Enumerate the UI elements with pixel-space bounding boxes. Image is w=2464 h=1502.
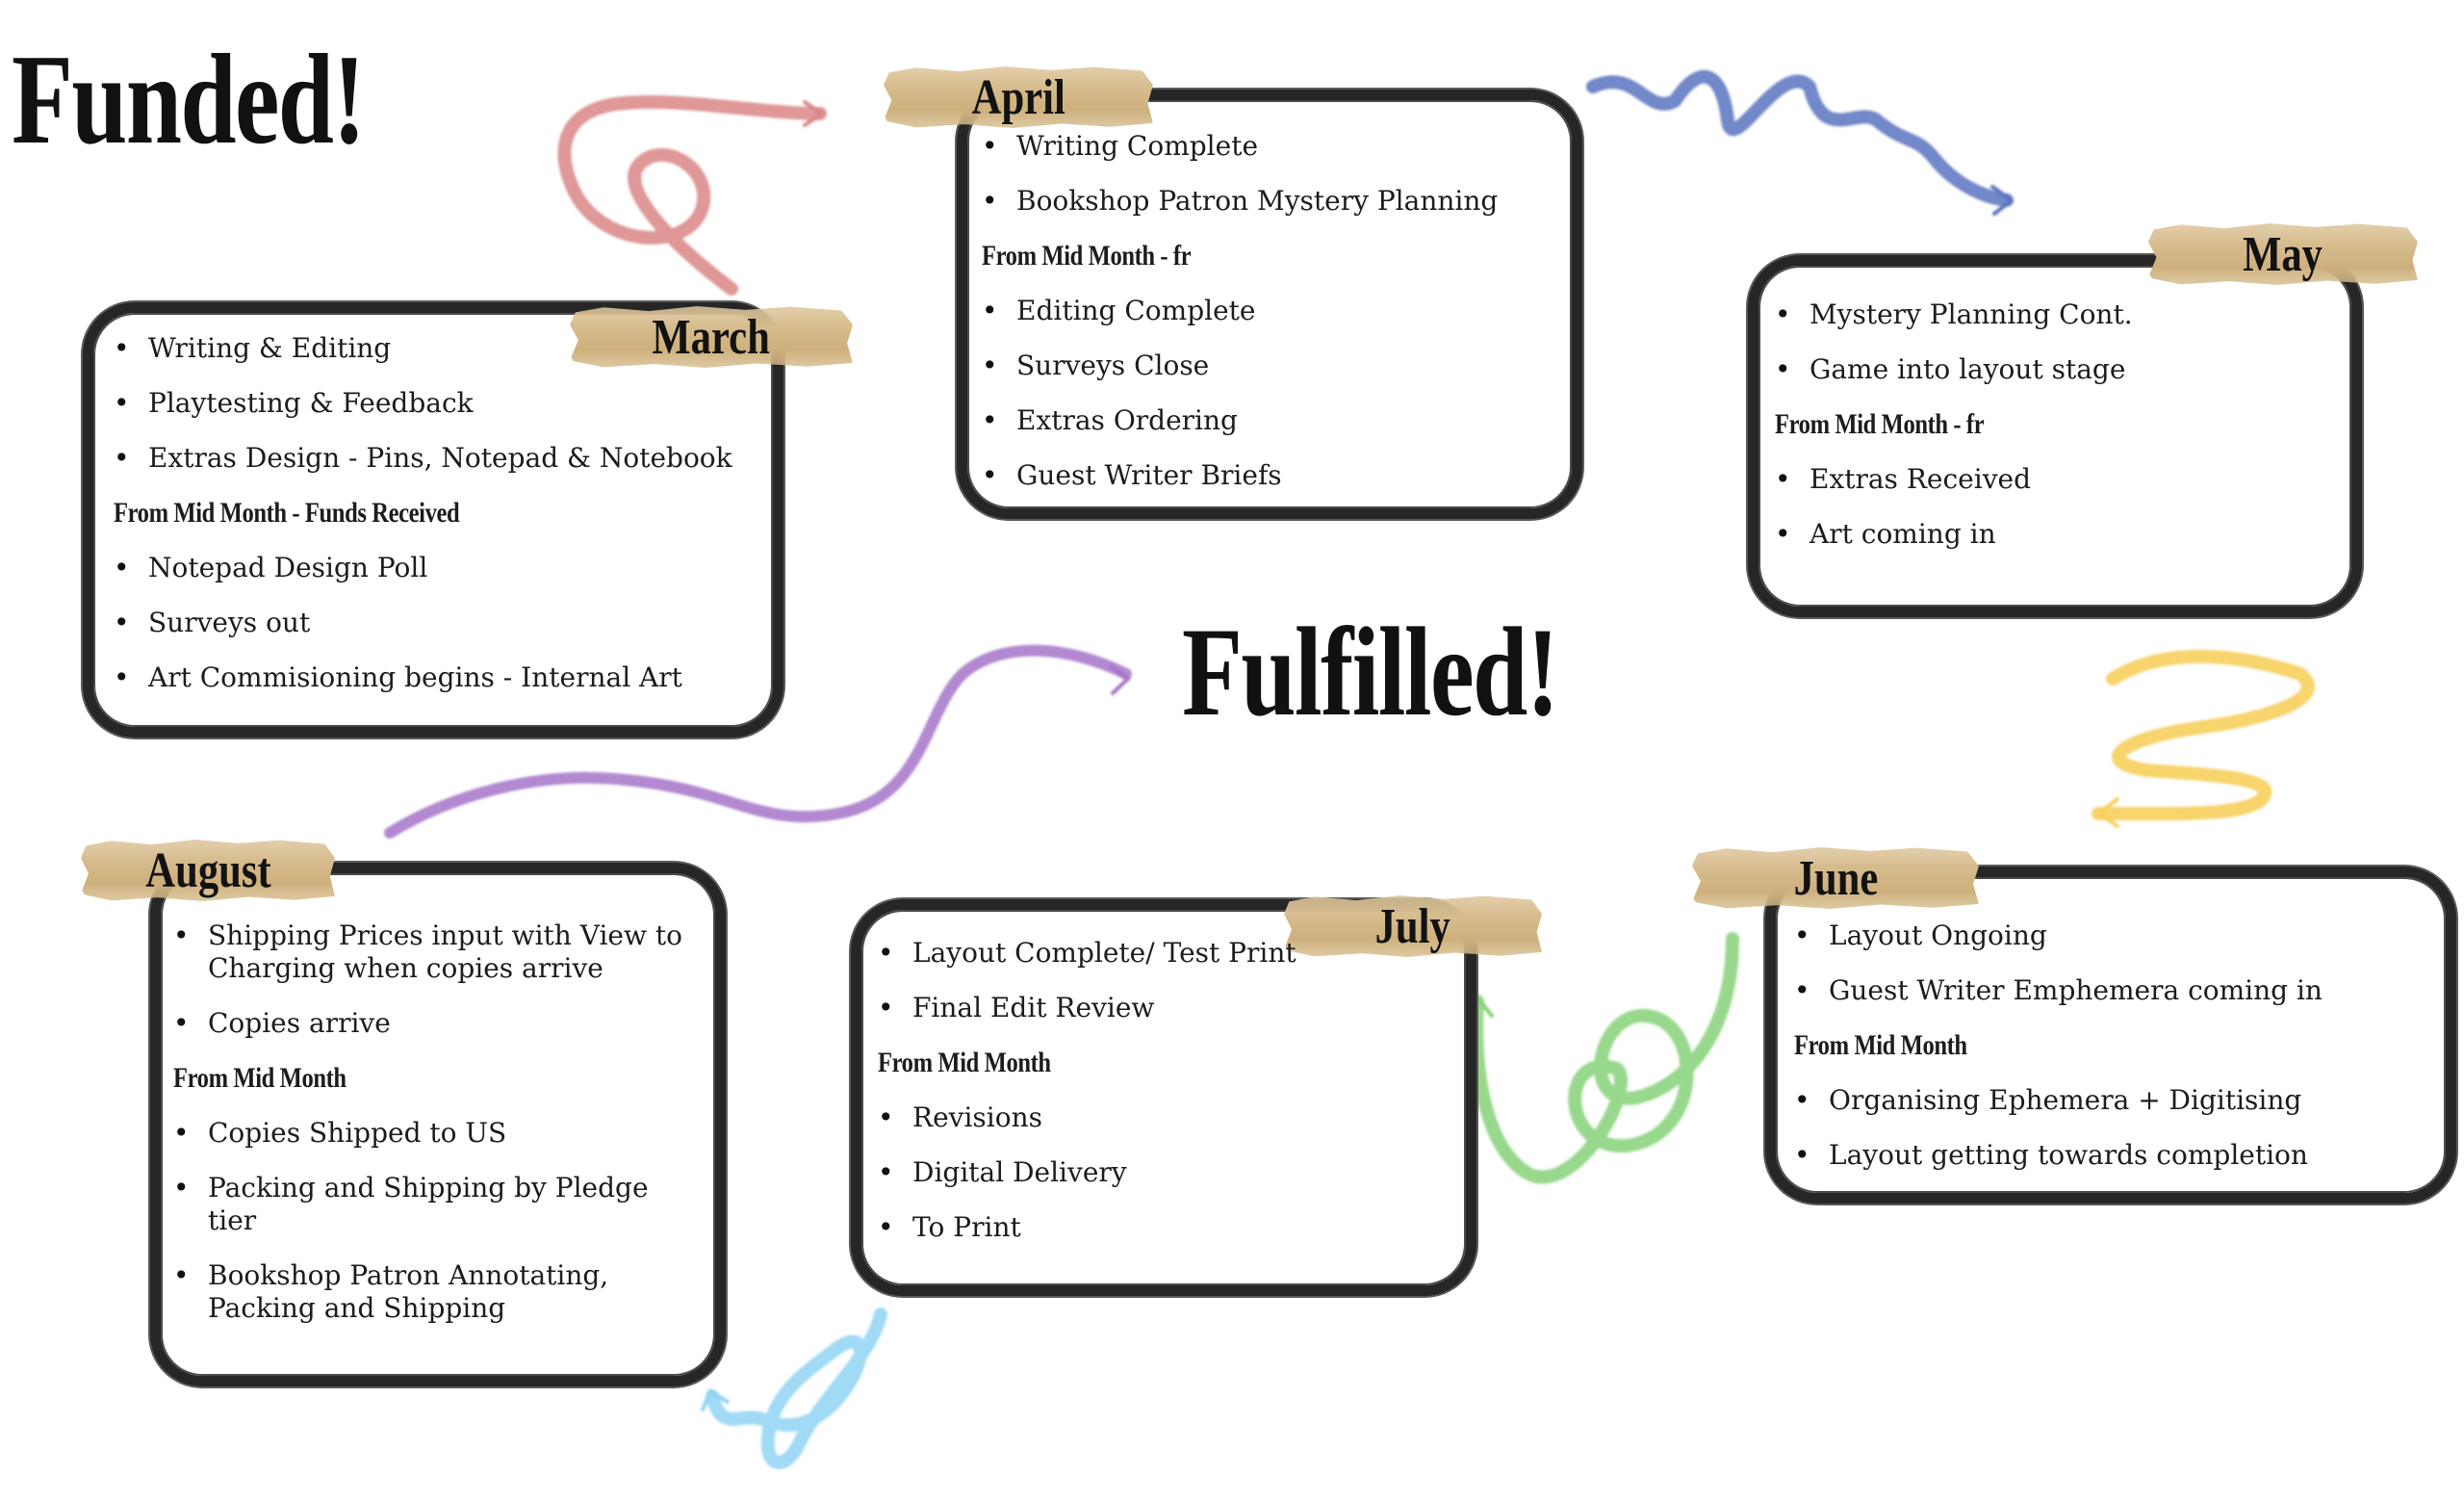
month-list-may: Mystery Planning Cont. Game into layout s… — [1775, 298, 2333, 573]
timeline-item: Guest Writer Emphemera coming in — [1794, 974, 2429, 1007]
month-list-april: Writing CompleteBookshop Patron Mystery … — [982, 130, 1559, 514]
timeline-item: Writing Complete — [982, 130, 1559, 163]
timeline-item: Notepad Design Poll — [114, 552, 739, 584]
timeline-item: Organising Ephemera + Digitising — [1794, 1084, 2429, 1117]
fulfilled-title: Fulfilled! — [1182, 601, 1559, 742]
month-tag-august: August — [81, 840, 335, 901]
month-label-april: April — [971, 69, 1065, 125]
timeline-item: Packing and Shipping by Pledge tier — [173, 1172, 703, 1237]
timeline-subheading: From Mid Month — [878, 1047, 1359, 1079]
timeline-item: Bookshop Patron Mystery Planning — [982, 185, 1559, 218]
timeline-item: Editing Complete — [982, 295, 1559, 327]
timeline-item: Revisions — [878, 1101, 1359, 1134]
month-label-july: July — [1374, 898, 1451, 954]
arrow-may-to-june — [2092, 649, 2315, 828]
arrow-april-to-may — [1586, 69, 2014, 216]
timeline-item: Copies Shipped to US — [173, 1117, 703, 1150]
timeline-item: Extras Design - Pins, Notepad & Notebook — [114, 442, 739, 475]
arrow-july-to-august — [701, 1308, 887, 1469]
timeline-item: Surveys out — [114, 607, 739, 639]
timeline-subheading: From Mid Month — [1794, 1029, 2429, 1062]
timeline-item: Layout Complete/ Test Print — [878, 937, 1359, 970]
timeline-subheading: From Mid Month — [173, 1062, 703, 1095]
timeline-subheading: From Mid Month - fr — [1775, 408, 2333, 441]
month-list-june: Layout OngoingGuest Writer Emphemera com… — [1794, 919, 2429, 1194]
timeline-item: Guest Writer Briefs — [982, 459, 1559, 492]
timeline-subheading: From Mid Month - fr — [982, 240, 1559, 272]
timeline-item: Digital Delivery — [878, 1156, 1359, 1189]
timeline-item: Mystery Planning Cont. — [1775, 298, 2333, 331]
timeline-item: Layout getting towards completion — [1794, 1139, 2429, 1172]
timeline-item: Game into layout stage — [1775, 353, 2333, 386]
arrow-june-to-july — [1463, 932, 1739, 1184]
timeline-item: Final Edit Review — [878, 992, 1359, 1024]
month-label-may: May — [2243, 226, 2323, 282]
month-tag-may: May — [2148, 223, 2418, 285]
timeline-item: Playtesting & Feedback — [114, 387, 739, 420]
timeline-item: Art coming in — [1775, 518, 2333, 551]
month-tag-july: July — [1284, 895, 1542, 957]
subheading-text: From Mid Month - fr — [1775, 408, 1985, 440]
timeline-item: Extras Received — [1775, 463, 2333, 496]
timeline-item: Writing & Editing — [114, 332, 739, 365]
timeline-subheading: From Mid Month - Funds Received — [114, 497, 739, 530]
timeline-item: Copies arrive — [173, 1007, 703, 1040]
month-list-august: Shipping Prices input with View to Charg… — [173, 919, 703, 1347]
timeline-item: Surveys Close — [982, 350, 1559, 382]
month-list-july: Layout Complete/ Test PrintFinal Edit Re… — [878, 937, 1359, 1266]
timeline-item: Extras Ordering — [982, 404, 1559, 437]
timeline-item: Shipping Prices input with View to Charg… — [173, 919, 703, 985]
subheading-text: From Mid Month — [878, 1047, 1051, 1078]
subheading-text: From Mid Month - Funds Received — [114, 497, 460, 529]
timeline-item: Bookshop Patron Annotating, Packing and … — [173, 1259, 703, 1325]
month-list-march: Writing & EditingPlaytesting & FeedbackE… — [114, 332, 739, 716]
subheading-text: From Mid Month — [1794, 1029, 1967, 1061]
funded-title: Funded! — [12, 28, 366, 170]
month-tag-april: April — [884, 66, 1153, 128]
subheading-text: From Mid Month - fr — [982, 240, 1192, 272]
month-tag-june: June — [1692, 847, 1979, 909]
subheading-text: From Mid Month — [173, 1062, 346, 1094]
timeline-item: Art Commisioning begins - Internal Art — [114, 661, 739, 694]
month-label-august: August — [144, 842, 271, 898]
timeline-item: To Print — [878, 1211, 1359, 1244]
month-label-june: June — [1793, 850, 1878, 906]
arrow-march-to-april — [557, 94, 827, 296]
timeline-item: Layout Ongoing — [1794, 919, 2429, 952]
